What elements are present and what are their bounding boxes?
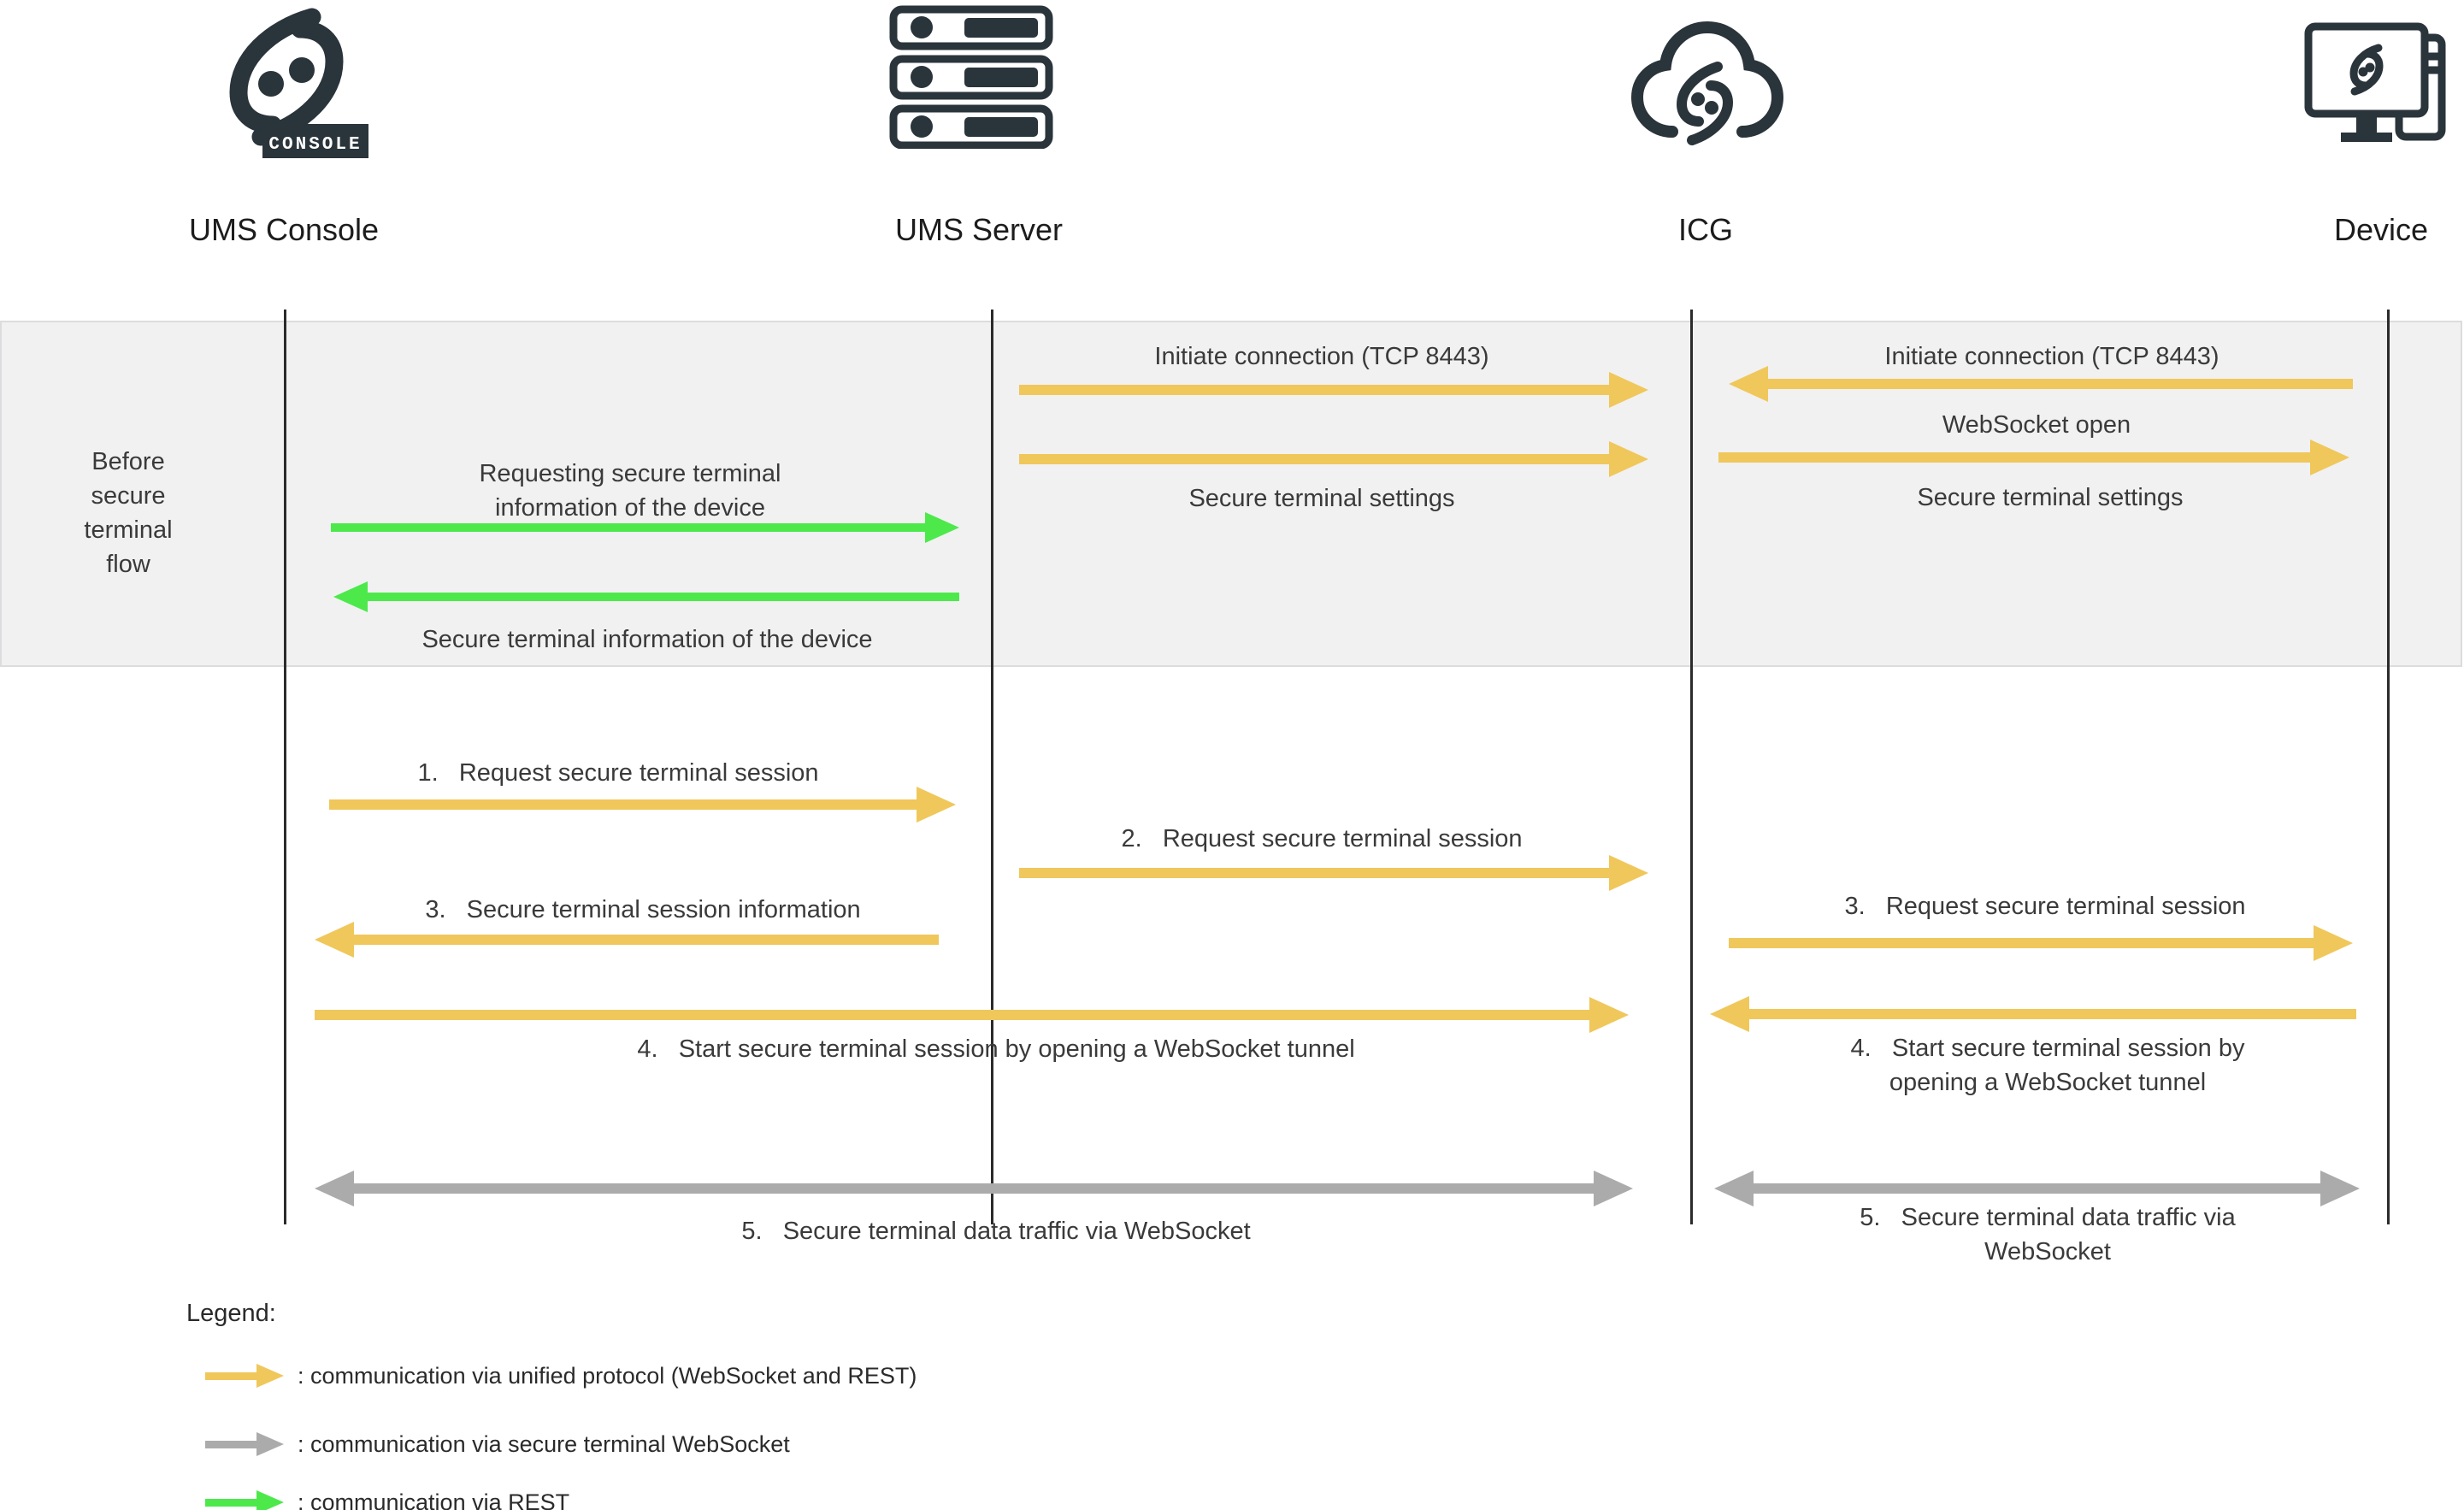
arrow-shaft xyxy=(361,593,959,601)
green-arrow-right xyxy=(205,1490,284,1510)
message-label: Secure terminal settings xyxy=(1188,485,1455,512)
arrowhead-left xyxy=(315,922,354,958)
arrow-shaft xyxy=(1019,454,1616,464)
arrowhead-right xyxy=(1609,855,1648,891)
lifeline-ums-console xyxy=(284,310,286,1224)
arrow-shaft xyxy=(205,1498,263,1507)
arrow-shaft xyxy=(1718,452,2317,463)
arrow-shaft xyxy=(205,1371,263,1380)
arrowhead-right xyxy=(256,1364,284,1388)
arrowhead-right xyxy=(256,1490,284,1510)
arrow-shaft xyxy=(205,1440,263,1448)
yellow-arrow-right xyxy=(315,997,1629,1033)
arrowhead-left xyxy=(333,581,368,612)
server-stack-icon xyxy=(888,5,1054,149)
message-label: Requesting secure terminal information o… xyxy=(479,460,781,522)
message-label: 4. Start secure terminal session by open… xyxy=(1850,1035,2245,1096)
legend-title: Legend: xyxy=(186,1300,276,1327)
green-arrow-left xyxy=(333,581,959,612)
arrowhead-right xyxy=(2310,439,2349,475)
arrow-shaft xyxy=(1729,938,2320,948)
gray-arrow-both xyxy=(1714,1171,2360,1206)
arrowhead-right xyxy=(256,1432,284,1456)
arrowhead-right xyxy=(925,512,959,543)
yellow-arrow-right xyxy=(1729,925,2353,961)
yellow-arrow-right xyxy=(205,1364,284,1388)
arrow-shaft xyxy=(1742,1009,2356,1019)
arrowhead-left xyxy=(1710,996,1749,1032)
legend-row-label: : communication via secure terminal WebS… xyxy=(298,1431,790,1457)
arrow-shaft xyxy=(315,1010,1596,1020)
arrow-shaft xyxy=(1761,379,2353,389)
legend-row-label: : communication via unified protocol (We… xyxy=(298,1363,917,1389)
actor-label-ums-console: UMS Console xyxy=(188,212,380,247)
arrowhead-right xyxy=(1594,1171,1633,1206)
actor-label-icg: ICG xyxy=(1677,212,1734,247)
arrow-shaft xyxy=(1019,868,1616,878)
gray-arrow-right xyxy=(205,1432,284,1456)
lifeline-icg xyxy=(1690,310,1693,1224)
yellow-arrow-left xyxy=(1729,366,2353,402)
before-flow-label: Before secure terminal flow xyxy=(84,448,173,578)
yellow-arrow-right xyxy=(329,787,956,823)
legend-row-label: : communication via REST xyxy=(298,1489,570,1510)
yellow-arrow-right xyxy=(1718,439,2349,475)
arrowhead-right xyxy=(917,787,956,823)
arrow-shaft xyxy=(347,935,939,945)
lifeline-ums-server xyxy=(991,310,993,1224)
cloud-logo-icon xyxy=(1629,10,1786,157)
arrowhead-left xyxy=(1729,366,1768,402)
actor-label-device: Device xyxy=(2333,212,2429,247)
arrow-shaft xyxy=(331,523,932,532)
arrowhead-left xyxy=(1714,1171,1754,1206)
message-label: 4. Start secure terminal session by open… xyxy=(637,1035,1355,1063)
arrowhead-right xyxy=(2314,925,2353,961)
before-flow-band xyxy=(0,321,2462,667)
green-arrow-right xyxy=(331,512,959,543)
yellow-arrow-right xyxy=(1019,372,1648,408)
message-label: Secure terminal settings xyxy=(1917,484,2184,511)
arrow-shaft xyxy=(1019,385,1616,395)
gray-arrow-both xyxy=(315,1171,1633,1206)
arrowhead-right xyxy=(2320,1171,2360,1206)
ums-console-logo-icon: CONSOLE xyxy=(209,7,372,165)
arrow-shaft xyxy=(1747,1183,2327,1194)
message-label: 1. Request secure terminal session xyxy=(417,759,819,787)
arrowhead-right xyxy=(1609,441,1648,477)
message-label: Secure terminal information of the devic… xyxy=(421,626,873,653)
yellow-arrow-left xyxy=(315,922,939,958)
arrowhead-left xyxy=(315,1171,354,1206)
message-label: 5. Secure terminal data traffic via WebS… xyxy=(741,1218,1251,1245)
message-label: WebSocket open xyxy=(1942,411,2131,439)
arrow-shaft xyxy=(347,1183,1600,1194)
yellow-arrow-right xyxy=(1019,441,1648,477)
arrow-shaft xyxy=(329,799,923,810)
message-label: Initiate connection (TCP 8443) xyxy=(1154,343,1489,370)
message-label: Initiate connection (TCP 8443) xyxy=(1884,343,2219,370)
message-label: 3. Request secure terminal session xyxy=(1844,893,2246,920)
device-monitor-icon xyxy=(2302,14,2452,150)
message-label: 2. Request secure terminal session xyxy=(1121,825,1523,852)
arrowhead-right xyxy=(1589,997,1629,1033)
message-label: 3. Secure terminal session information xyxy=(425,896,861,923)
lifeline-device xyxy=(2387,310,2390,1224)
console-badge-text: CONSOLE xyxy=(268,135,362,155)
actor-label-ums-server: UMS Server xyxy=(894,212,1064,247)
message-label: 5. Secure terminal data traffic via WebS… xyxy=(1860,1204,2236,1265)
arrowhead-right xyxy=(1609,372,1648,408)
yellow-arrow-left xyxy=(1710,996,2356,1032)
yellow-arrow-right xyxy=(1019,855,1648,891)
